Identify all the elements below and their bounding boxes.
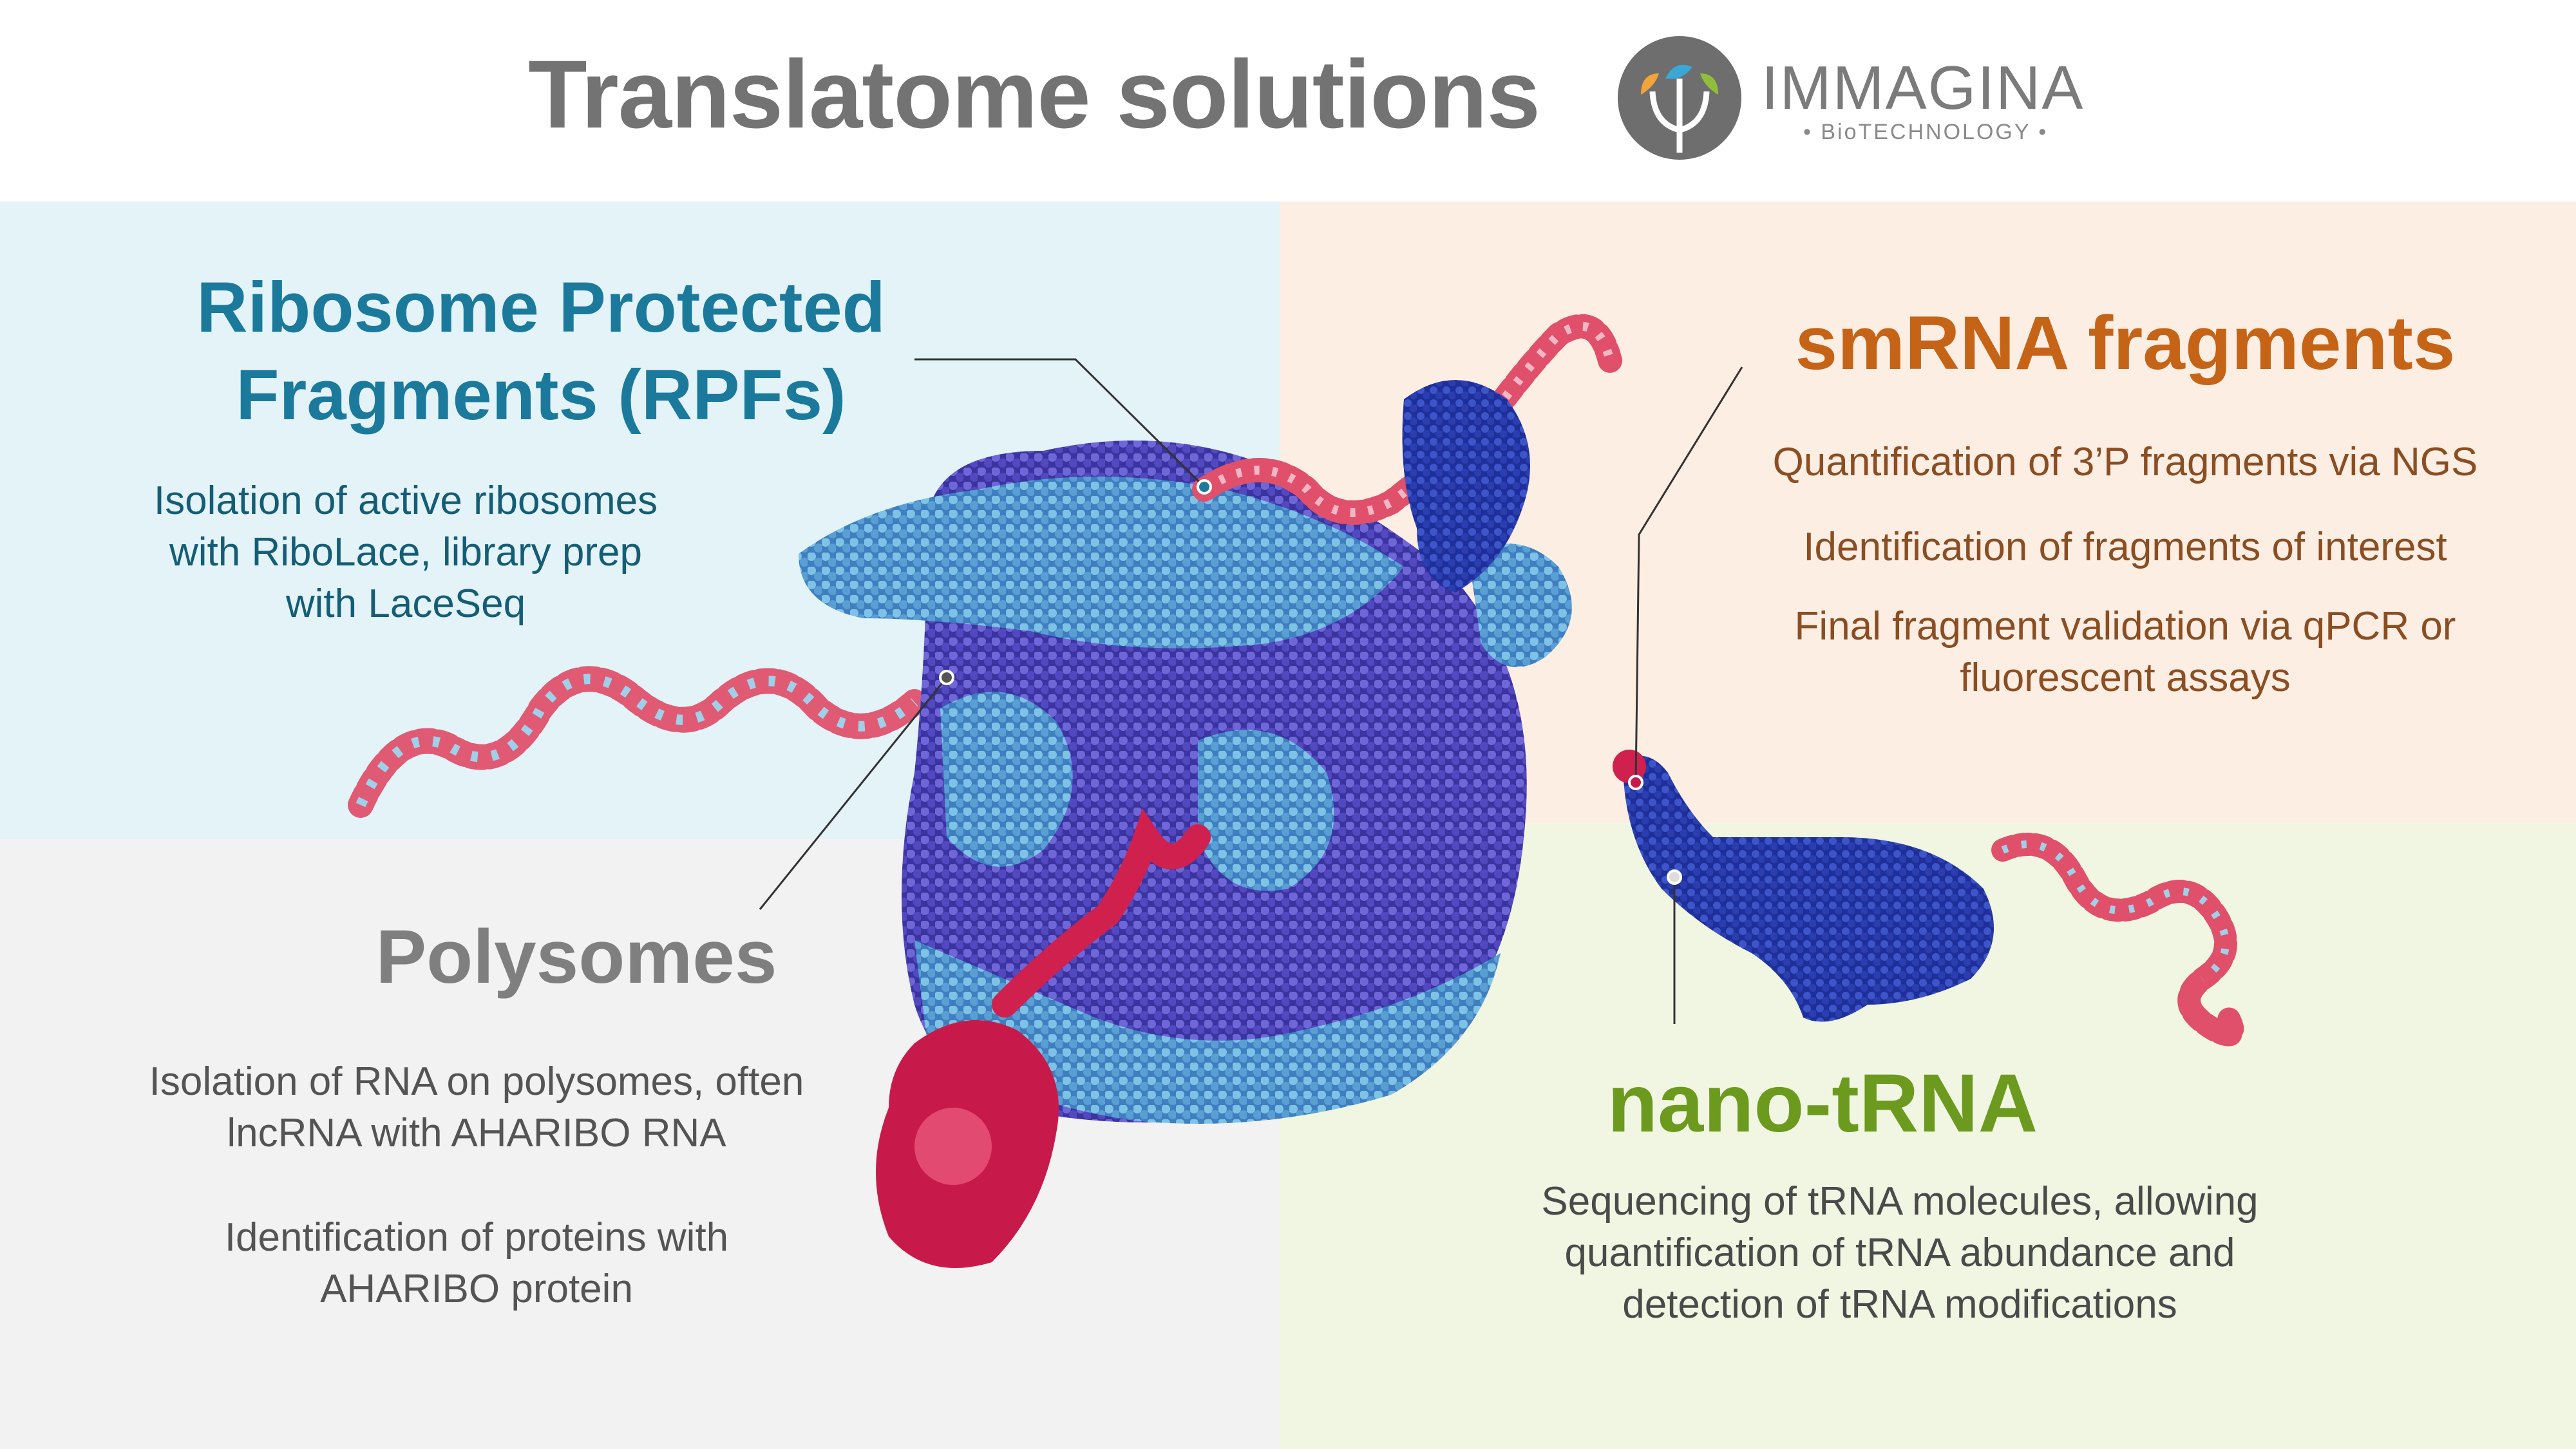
ribosome-small-subunit bbox=[799, 477, 1404, 649]
polysomes-paragraph: Isolation of RNA on polysomes, often lnc… bbox=[149, 1059, 804, 1155]
polysomes-paragraph: Identification of proteins with AHARIBO … bbox=[224, 1215, 729, 1311]
rpf-line: with LaceSeq bbox=[285, 582, 526, 626]
protein-top bbox=[1402, 380, 1530, 592]
smrna-item: Identification of fragments of interest bbox=[1803, 525, 2447, 569]
polysomes-heading: Polysomes bbox=[375, 914, 777, 999]
smrna-heading: smRNA fragments bbox=[1795, 301, 2456, 386]
immagina-logo-icon bbox=[1618, 36, 1741, 160]
nano-trna-heading: nano-tRNA bbox=[1607, 1057, 2038, 1150]
nano-trna-description: Sequencing of tRNA molecules, allowing q… bbox=[1541, 1179, 2259, 1327]
rna-strand-left bbox=[348, 666, 927, 818]
trna-strand-right bbox=[1991, 833, 2244, 1046]
rpf-description: Isolation of active ribosomes with RiboL… bbox=[84, 475, 728, 630]
smrna-leader-line bbox=[1634, 366, 1743, 783]
logo-wordmark: IMMAGINA bbox=[1761, 53, 2085, 122]
polysomes-leader-line bbox=[759, 677, 948, 910]
logo-subtitle: • BioTECHNOLOGY • bbox=[1803, 120, 2049, 144]
rpf-heading: Ribosome Protected Fragments (RPFs) bbox=[196, 268, 886, 435]
smrna-item: Quantification of 3’P fragments via NGS bbox=[1772, 440, 2478, 484]
rpf-line: with RiboLace, library prep bbox=[169, 530, 642, 574]
smrna-item: Final fragment validation via qPCR or fl… bbox=[1794, 604, 2456, 700]
trna-molecule bbox=[1623, 755, 1994, 1022]
header: Translatome solutions IMMAGINA • BioTECH… bbox=[0, 0, 2576, 202]
rpf-line: Isolation of active ribosomes bbox=[153, 478, 658, 523]
rpf-leader-line bbox=[914, 358, 1206, 488]
page-title: Translatome solutions bbox=[528, 40, 1540, 148]
